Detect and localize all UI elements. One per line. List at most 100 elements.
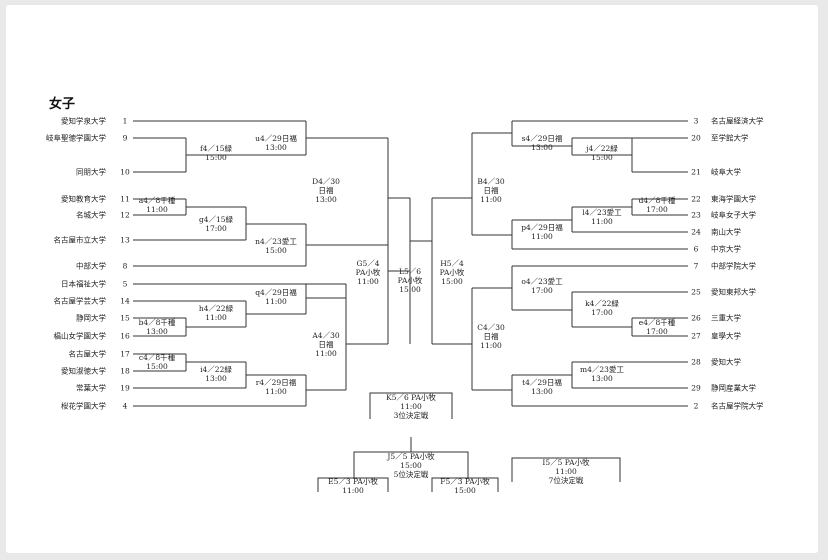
match-k-time: 17:00 <box>591 308 613 317</box>
team-name: 桜花学園大学 <box>61 401 106 411</box>
match-d-time: 17:00 <box>646 205 668 214</box>
match-g-time: 17:00 <box>205 224 227 233</box>
team-seed: 15 <box>120 314 130 323</box>
placement-k-time: 11:00 <box>400 402 422 411</box>
team-name: 名古屋学院大学 <box>711 401 764 411</box>
team-seed: 2 <box>694 402 699 411</box>
team-seed: 16 <box>120 332 130 341</box>
placement-f-line <box>431 477 499 492</box>
match-A-time: 11:00 <box>315 349 337 358</box>
match-r-date: r4／29日福 <box>256 378 297 387</box>
match-q-date: q4／29日福 <box>255 288 297 297</box>
match-o-date: o4／23愛工 <box>521 276 563 286</box>
team-name: 愛知学泉大学 <box>61 116 106 126</box>
placement-j-time: 15:00 <box>400 461 422 470</box>
team-seed: 3 <box>694 117 699 126</box>
team-seed: 11 <box>120 195 130 204</box>
match-C-time: 11:00 <box>480 341 502 350</box>
placement-i-time: 11:00 <box>555 467 577 476</box>
team-seed: 6 <box>694 245 699 254</box>
team-name: 静岡産業大学 <box>711 383 756 393</box>
team-seed: 27 <box>691 332 701 341</box>
match-e-time: 17:00 <box>646 327 668 336</box>
match-D-venue: 日福 <box>319 186 334 195</box>
team-seed: 14 <box>120 297 130 306</box>
team-seed: 21 <box>691 168 701 177</box>
team-seed: 22 <box>691 195 701 204</box>
match-B-venue: 日福 <box>484 186 499 195</box>
placement-k-line <box>369 392 453 419</box>
match-L-date: L5／6 <box>399 267 421 276</box>
match-c-time: 15:00 <box>146 362 168 371</box>
match-a-time: 11:00 <box>146 205 168 214</box>
match-g-date: g4／15緑 <box>199 214 234 224</box>
match-i-time: 13:00 <box>205 374 227 383</box>
placement-i-label: 7位決定戦 <box>549 475 584 485</box>
match-s-date: s4／29日福 <box>522 134 563 143</box>
match-d-date: d4／8千種 <box>639 195 676 205</box>
team-name: 三重大学 <box>711 313 741 323</box>
match-t-date: t4／29日福 <box>522 378 562 387</box>
team-name: 中部大学 <box>76 261 106 271</box>
match-r-time: 11:00 <box>265 387 287 396</box>
team-seed: 23 <box>691 211 701 220</box>
match-p-time: 11:00 <box>531 232 553 241</box>
match-m-date: m4／23愛工 <box>580 364 624 374</box>
team-name: 名城大学 <box>76 210 106 220</box>
placement-i-date: I5／5 PA小牧 <box>542 457 590 467</box>
match-B-time: 11:00 <box>480 195 502 204</box>
team-name: 岐阜大学 <box>711 167 741 177</box>
match-l-time: 11:00 <box>591 217 613 226</box>
team-name: 名古屋市立大学 <box>54 235 107 245</box>
team-seed: 9 <box>123 134 128 143</box>
placement-i-line <box>511 457 621 482</box>
match-f-date: f4／15緑 <box>200 143 233 153</box>
match-L-time: 15:00 <box>399 285 421 294</box>
match-C-date: C4／30 <box>477 323 505 332</box>
match-h-date: h4／22緑 <box>199 303 234 313</box>
match-G-venue: PA小牧 <box>356 267 381 277</box>
team-seed: 7 <box>694 262 699 271</box>
team-name: 日本福祉大学 <box>61 279 106 289</box>
placement-j-label: 5位決定戦 <box>394 469 429 479</box>
team-name: 中京大学 <box>711 244 741 254</box>
team-seed: 8 <box>123 262 128 271</box>
document-page <box>6 5 818 553</box>
team-name: 名古屋大学 <box>69 349 107 359</box>
match-H-date: H5／4 <box>440 259 464 268</box>
match-b-time: 13:00 <box>146 327 168 336</box>
team-name: 岐阜聖徳学園大学 <box>46 133 106 143</box>
match-H-time: 15:00 <box>441 277 463 286</box>
team-name: 愛知大学 <box>711 357 741 367</box>
match-j-time: 15:00 <box>591 153 613 162</box>
team-seed: 19 <box>120 384 130 393</box>
placement-k-date: K5／6 PA小牧 <box>386 392 436 402</box>
team-name: 同朋大学 <box>76 167 106 177</box>
match-u-date: u4／29日福 <box>255 134 297 143</box>
match-h-time: 11:00 <box>205 313 227 322</box>
match-c-date: c4／8千種 <box>139 352 176 362</box>
match-C-venue: 日福 <box>484 332 499 341</box>
match-A-venue: 日福 <box>319 340 334 349</box>
team-name: 静岡大学 <box>76 313 106 323</box>
team-seed: 18 <box>120 367 130 376</box>
team-seed: 26 <box>691 314 701 323</box>
match-j-date: j4／22緑 <box>585 143 618 153</box>
placement-j-line <box>353 451 469 478</box>
placement-f-date: F5／3 PA小牧 <box>440 476 490 486</box>
match-G-date: G5／4 <box>356 259 379 268</box>
team-seed: 24 <box>691 228 701 237</box>
team-name: 愛知東邦大学 <box>711 287 756 297</box>
team-seed: 20 <box>691 134 701 143</box>
team-name: 至学館大学 <box>711 133 749 143</box>
match-u-time: 13:00 <box>265 143 287 152</box>
team-name: 常葉大学 <box>76 383 106 393</box>
match-t-time: 13:00 <box>531 387 553 396</box>
team-seed: 17 <box>120 350 130 359</box>
team-seed: 4 <box>123 402 128 411</box>
match-l-date: l4／23愛工 <box>582 207 622 217</box>
match-n-date: n4／23愛工 <box>255 236 297 246</box>
match-H-venue: PA小牧 <box>440 267 465 277</box>
match-f-time: 15:00 <box>205 153 227 162</box>
